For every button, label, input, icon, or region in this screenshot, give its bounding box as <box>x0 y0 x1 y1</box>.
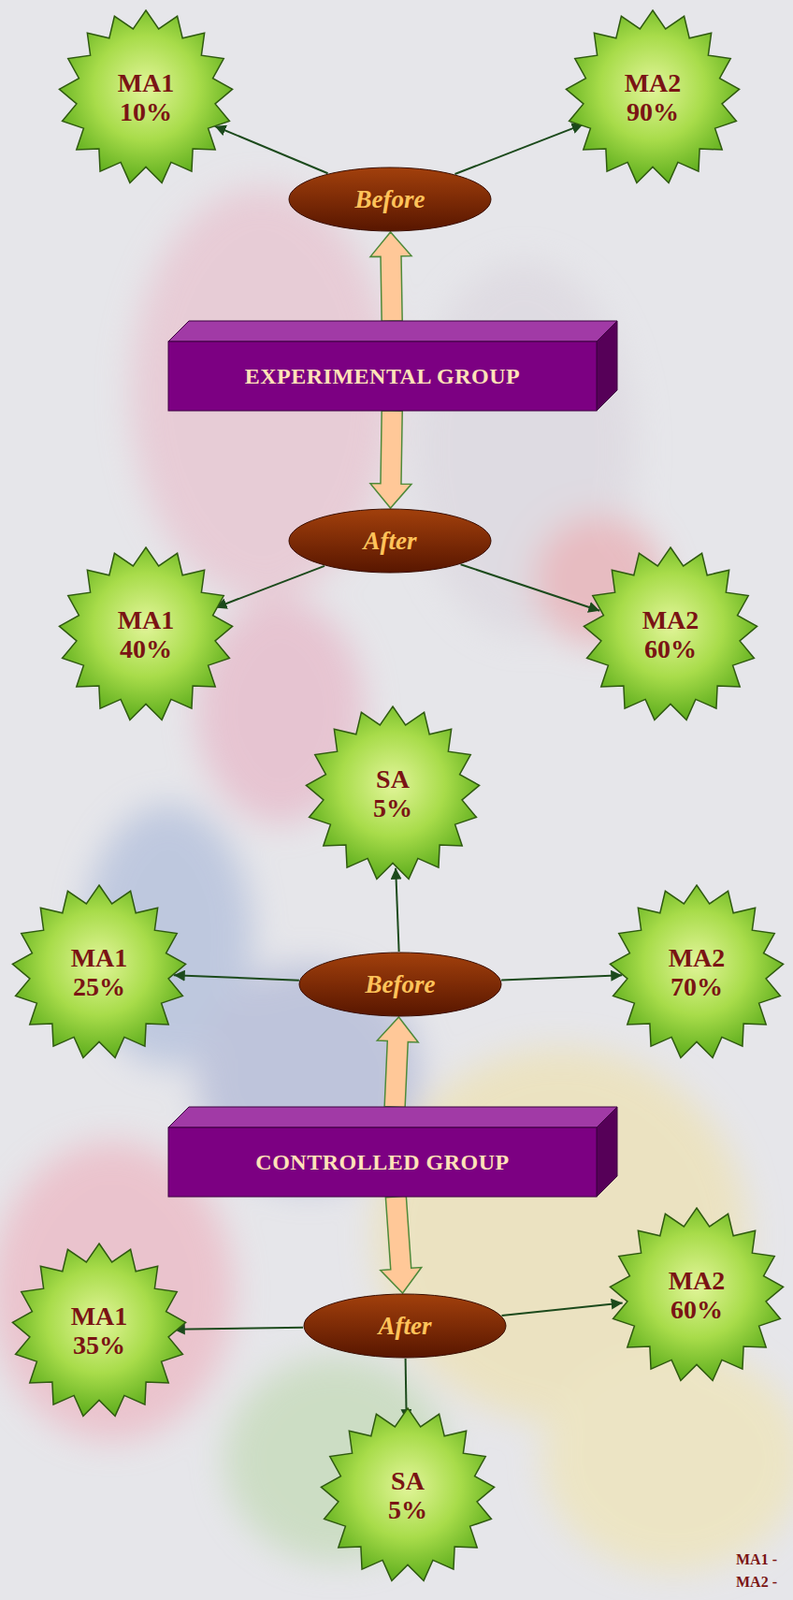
ellipse-shape <box>303 1293 506 1357</box>
stage-ellipse: After <box>288 507 492 574</box>
text-holder: After <box>302 1292 507 1358</box>
stage-ellipse: Before <box>288 166 492 232</box>
node-label: MA1 35% <box>71 1300 129 1360</box>
node-label: MA1 10% <box>117 68 175 128</box>
node-label: Before <box>355 185 426 215</box>
text-holder: Before <box>298 951 503 1017</box>
legend-note: MA1 - <box>735 1550 778 1568</box>
star-burst <box>320 1407 494 1580</box>
text-holder: MA2 60% <box>607 1205 786 1384</box>
percentage-star: MA1 35% <box>10 1240 188 1419</box>
star-burst <box>609 1207 783 1380</box>
node-label: After <box>363 526 418 556</box>
node-label: After <box>378 1311 433 1341</box>
node-label: CONTROLLED GROUP <box>255 1149 509 1175</box>
node-label: MA2 90% <box>624 68 682 128</box>
arrow-line <box>395 867 400 952</box>
percentage-star: MA1 40% <box>57 545 235 723</box>
text-holder: MA2 60% <box>581 545 760 723</box>
text-holder: MA1 25% <box>10 882 188 1061</box>
node-label: MA2 70% <box>668 942 726 1002</box>
star-burst <box>12 1242 186 1415</box>
arrow-line <box>215 126 329 174</box>
node-label: SA 5% <box>373 764 413 823</box>
node-label: MA2 60% <box>668 1265 726 1325</box>
percentage-star: MA2 60% <box>581 545 760 723</box>
arrow-line <box>173 1326 303 1329</box>
arrow-line <box>502 1301 623 1315</box>
node-label: Before <box>365 969 436 999</box>
star-burst <box>58 547 232 720</box>
node-label: MA2 60% <box>642 605 700 664</box>
arrow-line <box>455 124 584 174</box>
arrow-line <box>501 974 622 980</box>
star-burst <box>583 547 757 720</box>
text-holder: MA2 90% <box>563 8 742 187</box>
ellipse-shape <box>288 508 491 573</box>
arrow-line <box>216 565 325 608</box>
node-label: EXPERIMENTAL GROUP <box>245 363 521 390</box>
percentage-star: SA 5% <box>303 704 482 882</box>
node-label: SA 5% <box>388 1465 428 1525</box>
arrow-line <box>461 563 601 611</box>
node-label: MA1 25% <box>71 942 129 1002</box>
box-top-face <box>168 1106 618 1127</box>
text-holder: After <box>288 507 492 574</box>
star-burst <box>609 884 783 1057</box>
text-holder: MA1 40% <box>57 545 235 723</box>
block-arrow <box>370 231 412 321</box>
star-burst <box>305 706 479 879</box>
text-holder: CONTROLLED GROUP <box>168 1106 618 1197</box>
percentage-star: SA 5% <box>318 1405 497 1584</box>
box-front-face <box>168 1126 597 1197</box>
legend-note: MA2 - <box>735 1572 778 1590</box>
text-holder: SA 5% <box>318 1405 497 1584</box>
star-burst <box>58 10 232 183</box>
box-top-face <box>168 320 618 342</box>
text-holder: Before <box>288 166 492 232</box>
ellipse-shape <box>288 167 491 231</box>
stage-ellipse: Before <box>298 951 503 1017</box>
box-side-face <box>596 1106 618 1197</box>
text-holder: MA1 35% <box>10 1240 188 1419</box>
percentage-star: MA1 25% <box>10 882 188 1061</box>
percentage-star: MA2 70% <box>607 882 786 1061</box>
box-front-face <box>168 341 597 411</box>
node-label: MA1 40% <box>117 605 175 664</box>
ellipse-shape <box>299 951 502 1016</box>
stage-ellipse: After <box>302 1292 507 1358</box>
star-burst <box>565 10 739 183</box>
box-side-face <box>596 320 618 411</box>
block-arrow <box>376 1016 419 1107</box>
text-holder: MA1 10% <box>57 8 235 187</box>
text-holder: EXPERIMENTAL GROUP <box>168 320 618 411</box>
percentage-star: MA2 60% <box>607 1205 786 1384</box>
group-box: EXPERIMENTAL GROUP <box>168 320 618 411</box>
text-holder: SA 5% <box>303 704 482 882</box>
arrow-line <box>173 974 300 980</box>
block-arrow <box>370 410 412 508</box>
star-burst <box>12 884 186 1057</box>
text-holder: MA2 70% <box>607 882 786 1061</box>
block-arrow <box>380 1195 422 1293</box>
percentage-star: MA1 10% <box>57 8 235 187</box>
percentage-star: MA2 90% <box>563 8 742 187</box>
group-box: CONTROLLED GROUP <box>168 1106 618 1197</box>
